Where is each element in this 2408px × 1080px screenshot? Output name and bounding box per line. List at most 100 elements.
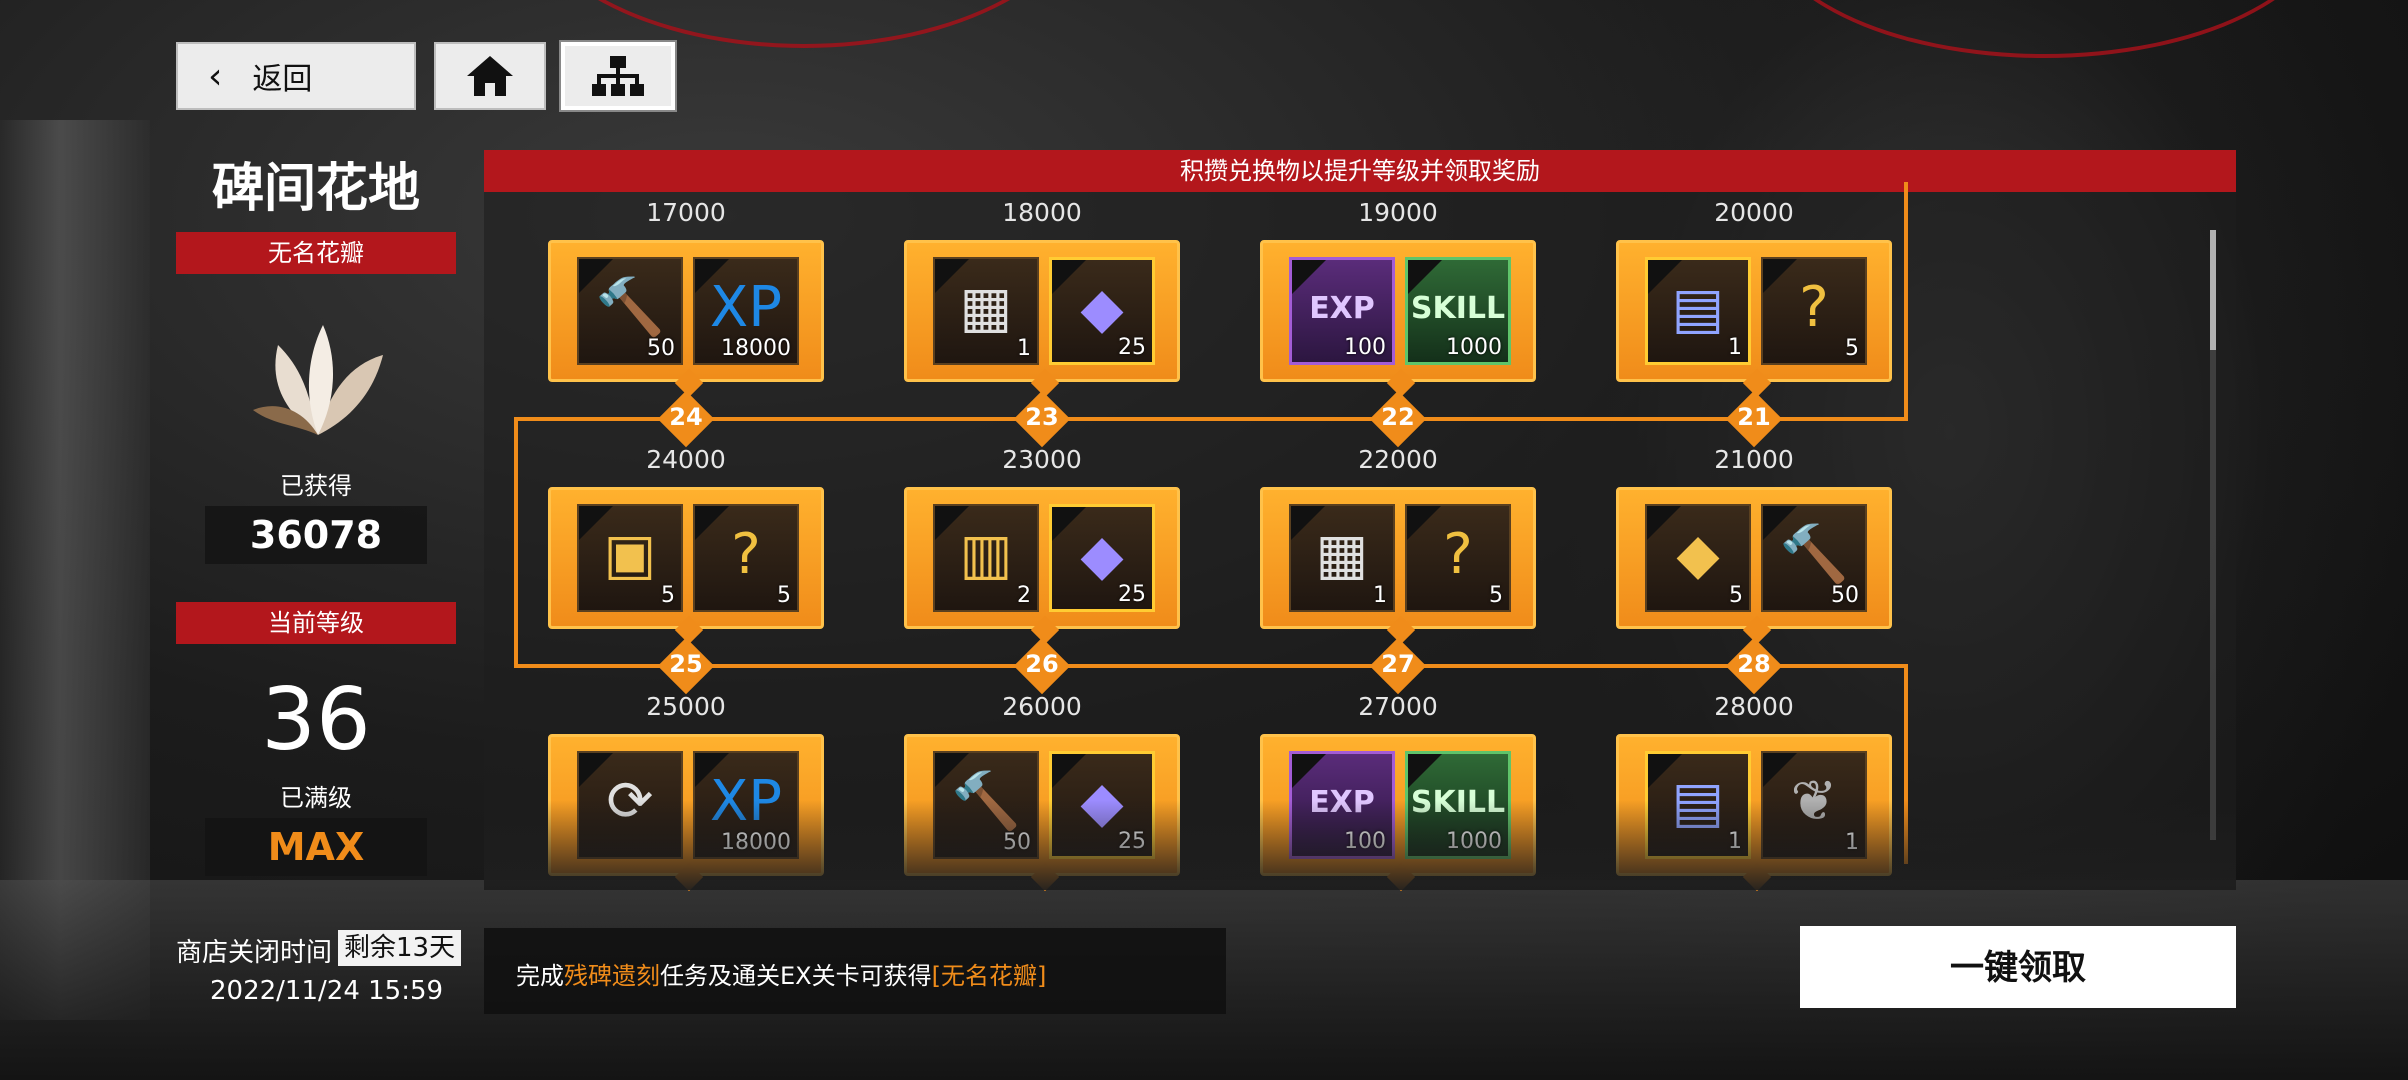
reward-item-quantity: 1 xyxy=(1728,829,1742,854)
level-node-number: 26 xyxy=(1025,650,1059,678)
item-type-tag xyxy=(1291,506,1325,540)
level-node-number: 24 xyxy=(669,403,703,431)
reward-card[interactable]: 🔨50◆25 xyxy=(904,734,1180,876)
reward-item-quantity: 25 xyxy=(1118,335,1146,360)
level-node-number: 25 xyxy=(669,650,703,678)
reward-item-icon: ? xyxy=(731,522,761,587)
reward-item[interactable]: ?5 xyxy=(1761,257,1867,365)
reward-board-header: 积攒兑换物以提升等级并领取奖励 xyxy=(484,150,2236,192)
tier-cost: 27000 xyxy=(1358,692,1438,721)
reward-item[interactable]: ▤1 xyxy=(1645,751,1751,859)
home-button[interactable] xyxy=(434,42,546,110)
tier-cost: 21000 xyxy=(1714,445,1794,474)
item-type-tag xyxy=(1408,260,1442,294)
reward-item[interactable]: ◆25 xyxy=(1049,504,1155,612)
item-type-tag xyxy=(1292,754,1326,788)
reward-card[interactable]: ▤1❦1 xyxy=(1616,734,1892,876)
reward-item-icon: ▣ xyxy=(603,522,657,587)
item-type-tag xyxy=(1648,260,1682,294)
level-node-number: 21 xyxy=(1737,403,1771,431)
reward-item-icon: EXP xyxy=(1309,291,1375,326)
reward-item-icon: ⟳ xyxy=(606,769,654,834)
level-header-bar: 当前等级 xyxy=(176,602,456,644)
reward-card[interactable]: ▥2◆25 xyxy=(904,487,1180,629)
reward-item[interactable]: ▥2 xyxy=(933,504,1039,612)
petal-icon xyxy=(253,325,383,435)
reward-item[interactable]: ❦1 xyxy=(1761,751,1867,859)
shop-title: 碑间花地 xyxy=(211,159,420,219)
reward-card[interactable]: ▦1◆25 xyxy=(904,240,1180,382)
obtained-label: 已获得 xyxy=(280,472,352,500)
tier-cost: 19000 xyxy=(1358,198,1438,227)
level-status: 已满级 xyxy=(280,784,352,812)
path-line-right-top xyxy=(1904,182,1908,419)
close-date: 2022/11/24 15:59 xyxy=(210,976,444,1006)
reward-item[interactable]: 🔨50 xyxy=(1761,504,1867,612)
hierarchy-button[interactable] xyxy=(561,42,675,110)
reward-item-quantity: 1 xyxy=(1373,583,1387,608)
reward-item[interactable]: ◆25 xyxy=(1049,751,1155,859)
scrollbar-thumb[interactable] xyxy=(2210,230,2216,350)
reward-item[interactable]: ⟳ xyxy=(577,751,683,859)
hint-text: 完成残碑遗刻任务及通关EX关卡可获得[无名花瓣] xyxy=(516,956,1046,991)
reward-item[interactable]: ▤1 xyxy=(1645,257,1751,365)
item-type-tag xyxy=(935,259,969,293)
reward-item-icon: ❦ xyxy=(1790,769,1838,834)
tier-cost: 23000 xyxy=(1002,445,1082,474)
reward-item-quantity: 5 xyxy=(1729,583,1743,608)
reward-card[interactable]: ▦1?5 xyxy=(1260,487,1536,629)
reward-card[interactable]: ▣5?5 xyxy=(548,487,824,629)
reward-item-quantity: 1 xyxy=(1845,830,1859,855)
reward-item[interactable]: ◆25 xyxy=(1049,257,1155,365)
reward-item-quantity: 1 xyxy=(1728,335,1742,360)
item-type-tag xyxy=(1407,506,1441,540)
item-type-tag xyxy=(1408,754,1442,788)
reward-item-quantity: 50 xyxy=(1003,830,1031,855)
reward-item[interactable]: ▦1 xyxy=(1289,504,1395,612)
reward-item[interactable]: 🔨50 xyxy=(577,257,683,365)
item-type-tag xyxy=(579,506,613,540)
item-type-tag xyxy=(695,259,729,293)
item-type-tag xyxy=(935,506,969,540)
reward-item[interactable]: ◆5 xyxy=(1645,504,1751,612)
hierarchy-icon xyxy=(592,56,644,96)
reward-item[interactable]: ▣5 xyxy=(577,504,683,612)
tier-cost: 22000 xyxy=(1358,445,1438,474)
reward-item-quantity: 5 xyxy=(777,583,791,608)
reward-item-quantity: 5 xyxy=(661,583,675,608)
reward-item[interactable]: ▦1 xyxy=(933,257,1039,365)
item-type-tag xyxy=(1292,260,1326,294)
reward-item-icon: ? xyxy=(1443,522,1473,587)
reward-item-icon: ▦ xyxy=(1315,522,1369,587)
home-icon xyxy=(467,56,513,96)
reward-item[interactable]: ?5 xyxy=(1405,504,1511,612)
tier-cost: 26000 xyxy=(1002,692,1082,721)
back-button[interactable]: ‹ 返回 xyxy=(176,42,416,110)
reward-card[interactable]: ▤1?5 xyxy=(1616,240,1892,382)
tier-cost: 17000 xyxy=(646,198,726,227)
reward-item[interactable]: ?5 xyxy=(693,504,799,612)
reward-item-icon: 🔨 xyxy=(595,275,665,340)
reward-item-icon: ▦ xyxy=(959,275,1013,340)
level-node-number: 23 xyxy=(1025,403,1059,431)
obtained-value: 36078 xyxy=(205,506,427,564)
reward-card[interactable]: ◆5🔨50 xyxy=(1616,487,1892,629)
close-time-label: 商店关闭时间 xyxy=(176,938,333,968)
item-type-tag xyxy=(1763,753,1797,787)
reward-item-quantity: 100 xyxy=(1344,829,1386,854)
claim-all-button[interactable]: 一键领取 xyxy=(1800,926,2236,1008)
tier-cost: 18000 xyxy=(1002,198,1082,227)
scrollbar[interactable] xyxy=(2210,230,2216,840)
reward-item[interactable]: 🔨50 xyxy=(933,751,1039,859)
